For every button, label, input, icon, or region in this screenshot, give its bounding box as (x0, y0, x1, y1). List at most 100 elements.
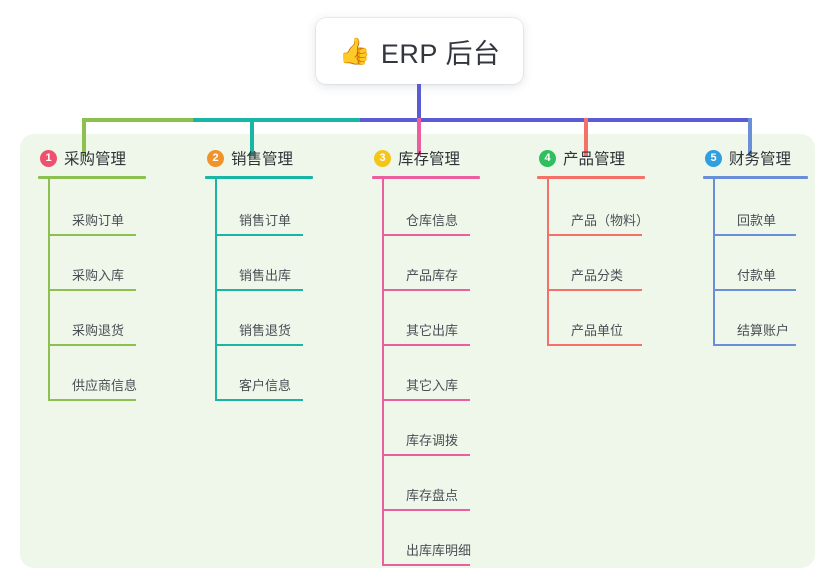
leaf-label: 库存盘点 (406, 488, 459, 503)
root-node-card[interactable]: 👍 ERP 后台 (316, 18, 523, 84)
leaf-underline (547, 344, 642, 346)
diagram-background-panel (20, 134, 815, 568)
leaf-node[interactable]: 仓库信息 (382, 181, 480, 236)
leaf-node[interactable]: 回款单 (713, 181, 808, 236)
leaf-node[interactable]: 付款单 (713, 236, 808, 291)
leaf-node[interactable]: 供应商信息 (48, 346, 146, 401)
leaf-node[interactable]: 客户信息 (215, 346, 313, 401)
leaf-underline (215, 234, 303, 236)
leaf-label: 采购退货 (72, 323, 125, 338)
branch-underline (703, 176, 808, 179)
leaf-node[interactable]: 采购订单 (48, 181, 146, 236)
leaf-label: 结算账户 (737, 323, 790, 338)
segment-col2 (193, 118, 360, 122)
root-node-title: ERP 后台 (380, 38, 501, 69)
branch-spine (382, 179, 384, 566)
branch-column-4: 4 产品管理产品（物料） 产品分类产品单位 (537, 146, 649, 346)
leaf-underline (382, 399, 470, 401)
leaf-label: 产品（物料） (571, 213, 650, 228)
leaf-node[interactable]: 其它出库 (382, 291, 480, 346)
branch-title: 财务管理 (729, 151, 792, 168)
leaf-label: 其它出库 (406, 323, 459, 338)
leaf-node[interactable]: 产品库存 (382, 236, 480, 291)
leaf-node[interactable]: 结算账户 (713, 291, 808, 346)
leaf-label: 付款单 (737, 268, 777, 283)
leaf-label: 产品分类 (571, 268, 624, 283)
leaf-node[interactable]: 销售订单 (215, 181, 313, 236)
leaf-underline (382, 509, 470, 511)
branch-underline (205, 176, 313, 179)
branch-underline (38, 176, 146, 179)
drop-col1 (82, 118, 86, 156)
leaf-label: 其它入库 (406, 378, 459, 393)
leaf-label: 采购订单 (72, 213, 125, 228)
leaf-underline (713, 289, 796, 291)
leaf-label: 仓库信息 (406, 213, 459, 228)
leaf-label: 采购入库 (72, 268, 125, 283)
branch-underline (372, 176, 480, 179)
leaf-underline (215, 289, 303, 291)
leaf-label: 产品单位 (571, 323, 624, 338)
branch-header-2[interactable]: 2 销售管理 (205, 146, 313, 170)
branch-header-4[interactable]: 4 产品管理 (537, 146, 645, 170)
leaf-underline (48, 344, 136, 346)
branch-spine (547, 179, 549, 346)
leaf-node[interactable]: 产品分类 (547, 236, 645, 291)
leaf-node[interactable]: 其它入库 (382, 346, 480, 401)
leaf-node[interactable]: 采购入库 (48, 236, 146, 291)
leaf-label: 销售出库 (239, 268, 292, 283)
leaf-label: 回款单 (737, 213, 777, 228)
branch-column-5: 5 财务管理回款单付款单结算账户 (703, 146, 808, 346)
leaf-underline (382, 454, 470, 456)
leaf-label: 库存调拨 (406, 433, 459, 448)
branch-title: 采购管理 (64, 151, 127, 168)
leaf-underline (48, 289, 136, 291)
leaf-label: 产品库存 (406, 268, 459, 283)
branch-title: 销售管理 (231, 151, 294, 168)
leaf-underline (382, 344, 470, 346)
drop-col5 (748, 118, 752, 156)
leaf-underline (382, 564, 470, 566)
branch-number-badge: 1 (40, 149, 57, 167)
branch-underline (537, 176, 645, 179)
leaf-node[interactable]: 产品单位 (547, 291, 645, 346)
leaf-underline (382, 234, 470, 236)
leaf-label: 出库库明细 (406, 543, 472, 558)
branch-title: 产品管理 (563, 151, 626, 168)
leaf-label: 客户信息 (239, 378, 292, 393)
segment-col1 (82, 118, 193, 122)
leaf-underline (713, 344, 796, 346)
leaf-node[interactable]: 销售退货 (215, 291, 313, 346)
leaf-node[interactable]: 库存盘点 (382, 456, 480, 511)
branch-spine (713, 179, 715, 346)
leaf-underline (547, 234, 642, 236)
leaf-node[interactable]: 出库库明细 (382, 511, 480, 566)
leaf-label: 销售订单 (239, 213, 292, 228)
leaf-node[interactable]: 库存调拨 (382, 401, 480, 456)
branch-column-2: 2 销售管理销售订单销售出库销售退货客户信息 (205, 146, 313, 401)
branch-number-badge: 4 (539, 149, 556, 167)
branch-header-5[interactable]: 5 财务管理 (703, 146, 808, 170)
leaf-underline (215, 344, 303, 346)
leaf-node[interactable]: 销售出库 (215, 236, 313, 291)
drop-col4 (584, 118, 588, 156)
leaf-list: 回款单付款单结算账户 (713, 179, 808, 346)
leaf-underline (713, 234, 796, 236)
leaf-node[interactable]: 采购退货 (48, 291, 146, 346)
leaf-underline (382, 289, 470, 291)
leaf-underline (215, 399, 303, 401)
leaf-underline (48, 399, 136, 401)
branch-number-badge: 5 (705, 149, 722, 167)
branch-number-badge: 2 (207, 149, 224, 167)
leaf-node[interactable]: 产品（物料） (547, 181, 649, 236)
leaf-list: 产品（物料） 产品分类产品单位 (547, 179, 649, 346)
root-stem-connector (417, 84, 421, 120)
drop-col3 (417, 118, 421, 156)
leaf-list: 仓库信息产品库存其它出库其它入库库存调拨库存盘点出库库明细 (382, 179, 480, 566)
leaf-label: 供应商信息 (72, 378, 138, 393)
branch-header-1[interactable]: 1 采购管理 (38, 146, 146, 170)
leaf-underline (547, 289, 642, 291)
